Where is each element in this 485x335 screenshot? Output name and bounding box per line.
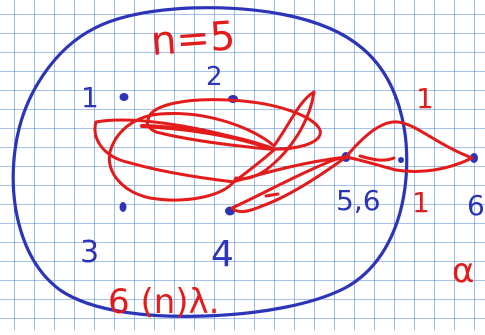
title-n-equals-5: n=5	[149, 13, 236, 65]
outside-label-1-mid: 1	[412, 186, 430, 219]
vertex-2-label: 2	[206, 62, 223, 92]
vertex-3-dot	[119, 202, 127, 212]
vertex-1-label: 1	[81, 81, 99, 114]
blue-outer-boundary	[11, 6, 409, 318]
red-to-56	[234, 155, 348, 183]
vertex-6-label: 6	[467, 189, 485, 222]
red-loop-upper	[145, 98, 322, 151]
outside-label-1-top: 1	[416, 82, 434, 115]
red-dash	[264, 192, 280, 198]
red-heavy-stroke	[139, 123, 273, 151]
vertex-5-6-label: 5,6	[336, 184, 381, 217]
red-loop-tall	[107, 90, 316, 202]
edge-fragment-label: α	[452, 251, 474, 291]
red-right-tail	[358, 154, 396, 162]
red-edges	[93, 90, 474, 214]
bottom-expression: 6 (n)λ.	[108, 282, 219, 322]
red-right-loop	[344, 120, 474, 173]
boundary-crossing-dot	[398, 157, 404, 163]
vertex-4-label: 4	[211, 234, 234, 275]
vertex-6-dot	[470, 153, 478, 163]
vertex-3-label: 3	[80, 235, 99, 270]
vertex-1-dot	[119, 93, 129, 101]
